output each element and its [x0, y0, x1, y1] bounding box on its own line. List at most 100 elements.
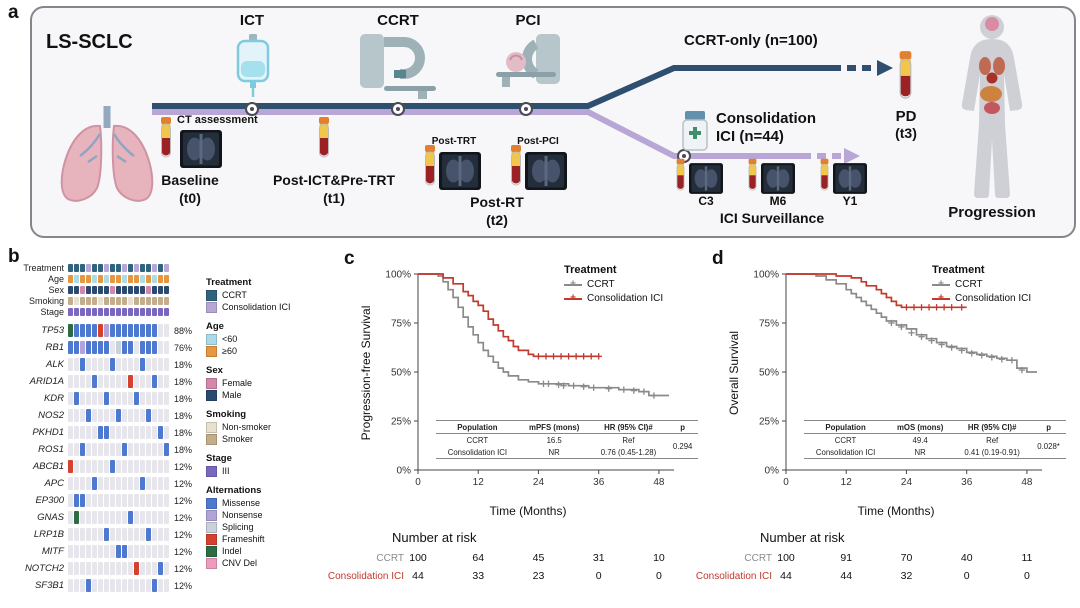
annotation-cell [140, 285, 145, 294]
annotation-label: Age [47, 273, 64, 284]
mutation-cell [68, 392, 73, 405]
x-tick-label: 24 [533, 477, 545, 488]
mutation-cell [98, 375, 103, 388]
mutation-cell [104, 477, 109, 490]
legend-item: <60 [206, 333, 291, 345]
mutation-cell [98, 511, 103, 524]
annotation-cell [140, 296, 145, 305]
phase-pci-label: PCI [515, 12, 541, 29]
progression-label: Progression [948, 204, 1036, 221]
mutation-cell [98, 341, 103, 354]
blood-tube-icon [748, 158, 757, 191]
xray-icon [525, 152, 567, 190]
mutation-cell [104, 426, 109, 439]
mutation-cell [158, 341, 163, 354]
gene-label: GNAS [37, 512, 64, 523]
mutation-cell [68, 562, 73, 575]
legend-item: Consolidation ICI [206, 301, 291, 313]
mutation-cell [134, 358, 139, 371]
mutation-cell [98, 562, 103, 575]
km-legend-item: Consolidation ICI [932, 292, 1031, 306]
mutation-cell [86, 494, 91, 507]
mutation-cell [74, 392, 79, 405]
legend-swatch [206, 557, 217, 569]
pd-timepoint-label: (t3) [895, 125, 917, 141]
xray-icon [180, 130, 222, 168]
km-legend-item: CCRT [564, 278, 663, 292]
mutation-cell [140, 494, 145, 507]
mutation-cell [116, 409, 121, 422]
mutation-cell [146, 443, 151, 456]
mutation-cell [86, 460, 91, 473]
y-tick-label: 100% [753, 270, 779, 281]
mutation-cell [116, 477, 121, 490]
risk-row-label: CCRT [376, 553, 404, 564]
km-legend-item: Consolidation ICI [564, 292, 663, 306]
annotation-cell [158, 285, 163, 294]
mutation-cell [92, 460, 97, 473]
legend-line-swatch [932, 284, 950, 286]
mutation-cell [140, 392, 145, 405]
annotation-cell [74, 285, 79, 294]
x-tick-label: 48 [653, 477, 665, 488]
annotation-cell [116, 307, 121, 316]
surveillance-m6-label: M6 [769, 194, 787, 208]
mutation-cell [104, 528, 109, 541]
mutation-cell [92, 341, 97, 354]
mutation-cell [92, 579, 97, 592]
mutation-cell [98, 579, 103, 592]
mutation-cell [122, 324, 127, 337]
mutation-cell [152, 409, 157, 422]
annotation-cell [140, 263, 145, 272]
baseline-line2: (t0) [179, 189, 201, 206]
mutation-cell [164, 392, 169, 405]
annotation-cell [158, 296, 163, 305]
oncoprint-gene-row: SF3B1 12% [10, 577, 206, 594]
mutation-cell [158, 409, 163, 422]
annotation-cell [110, 274, 115, 283]
mutation-cell [74, 528, 79, 541]
mutation-cell [68, 477, 73, 490]
mutation-cell [122, 341, 127, 354]
legend-line-swatch [564, 298, 582, 300]
mutation-cell [104, 358, 109, 371]
annotation-cell [152, 285, 157, 294]
legend-item: ≥60 [206, 345, 291, 357]
inset-header: mPFS (mons) [518, 420, 590, 434]
inset-cell: Ref [986, 435, 999, 445]
mutation-cell [152, 477, 157, 490]
y-tick-label: 0% [397, 466, 412, 477]
mutation-cell [74, 562, 79, 575]
mutation-cell [68, 324, 73, 337]
mutation-cell [92, 528, 97, 541]
annotation-cell [80, 296, 85, 305]
legend-swatch [206, 521, 217, 533]
mutation-cell [80, 324, 85, 337]
mutation-cell [116, 511, 121, 524]
annotation-cells [68, 296, 169, 305]
gene-percent: 12% [174, 580, 193, 591]
mutation-cell [86, 511, 91, 524]
t1-line1: Post-ICT&Pre-TRT [272, 172, 396, 188]
mutation-cell [122, 528, 127, 541]
mutation-cell [140, 579, 145, 592]
risk-count: 11 [1021, 552, 1033, 564]
mutation-cell [92, 443, 97, 456]
mutation-cell [80, 460, 85, 473]
x-tick-label: 24 [901, 477, 913, 488]
iv-bag-icon [236, 34, 270, 97]
mutation-cell [158, 460, 163, 473]
mutation-cell [116, 579, 121, 592]
gene-percent: 76% [174, 342, 193, 353]
gene-label: SF3B1 [34, 580, 64, 591]
legend-item-label: Nonsense [222, 510, 263, 520]
mutation-cell [140, 324, 145, 337]
inset-cell: CCRT [466, 435, 489, 445]
mutation-cell [80, 341, 85, 354]
